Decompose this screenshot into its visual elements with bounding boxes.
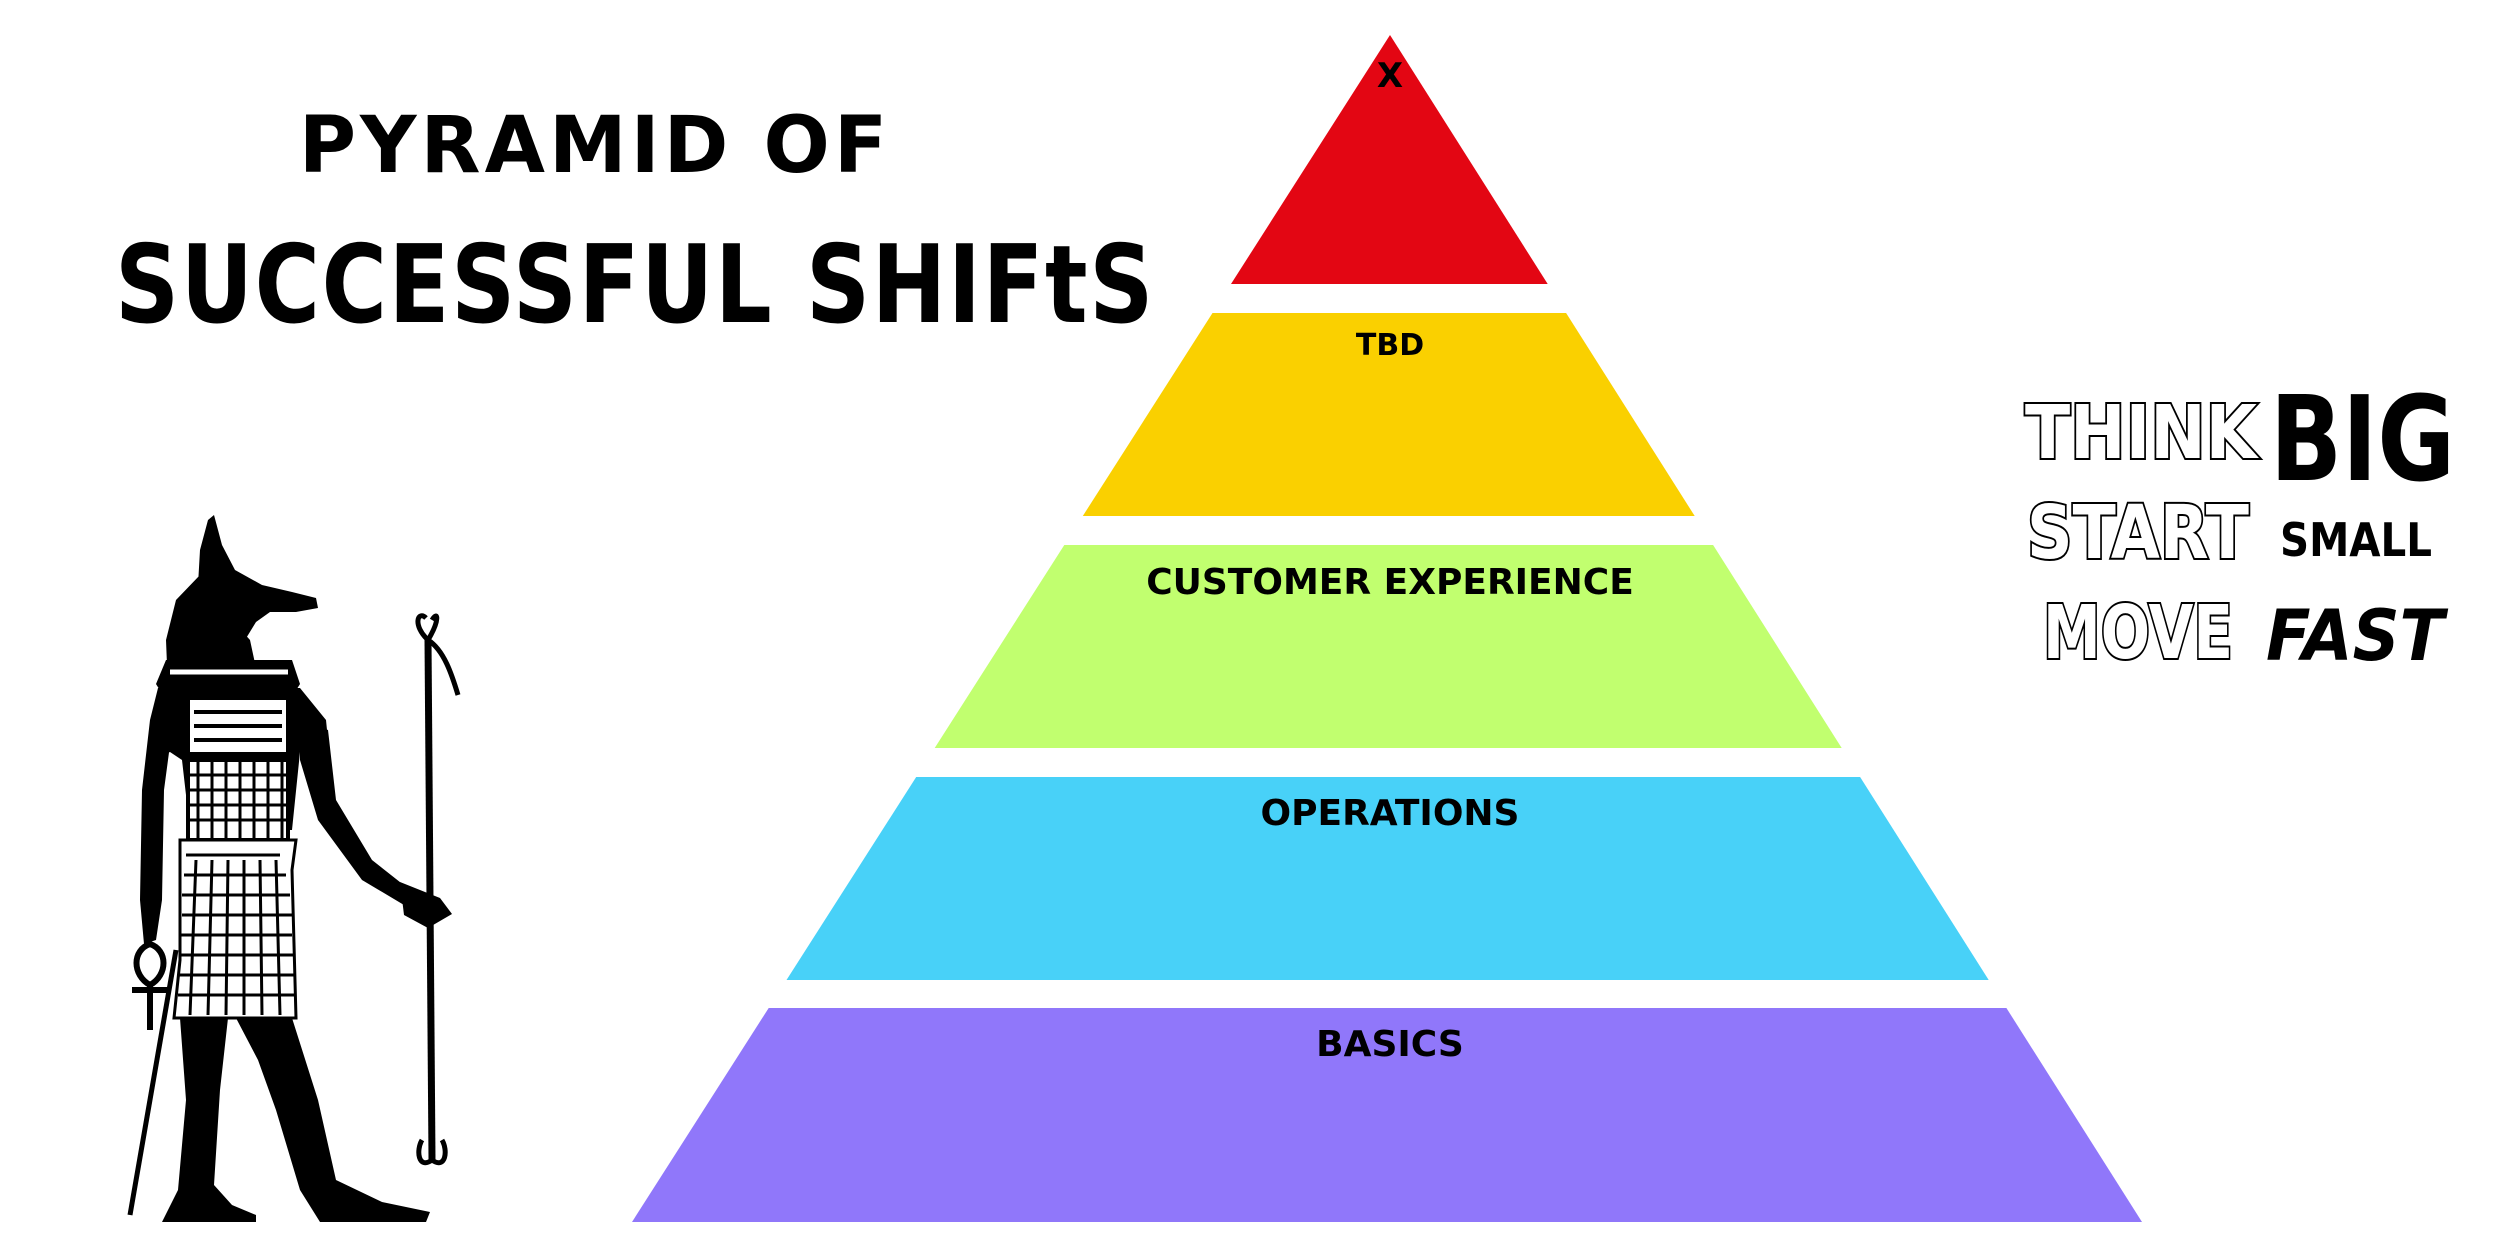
pyramid: X TBD CUSTOMER EXPERIENCE OPERATIONS BAS…: [632, 35, 2142, 1222]
staff-bottom: [416, 1138, 448, 1165]
staff-icon: [424, 639, 436, 1161]
motto-big: BIG: [2270, 370, 2455, 508]
tier-basics-shape: [632, 1008, 2142, 1222]
tier-basics-label: BASICS: [1316, 1024, 1464, 1065]
motto-think: THINK: [2025, 390, 2259, 476]
motto-start: START: [2027, 490, 2249, 576]
anubis-right-arm: [300, 720, 410, 905]
anubis-hand: [400, 882, 452, 928]
tier-x-label: X: [1377, 56, 1403, 96]
anubis-rear-leg: [236, 1018, 430, 1222]
anubis-left-arm: [140, 720, 172, 944]
title-line-2: SUCCESSFUL SHIFtS: [115, 223, 1155, 348]
anubis-net-panel: [186, 758, 290, 842]
anubis-head: [198, 515, 318, 640]
motto-small: SMALL: [2280, 513, 2432, 567]
motto-move: MOVE: [2043, 590, 2233, 676]
anubis-skirt-pleats: [178, 853, 294, 1016]
staff-top: [415, 613, 461, 696]
anubis-stick: [127, 949, 179, 1216]
motto-block: THINK BIG START SMALL MOVE FAST: [2023, 370, 2455, 678]
tier-x-shape: [1231, 35, 1548, 284]
anubis-chest-lines: [194, 710, 282, 742]
anubis-legs: [162, 1018, 256, 1222]
title-block: PYRAMID OF SUCCESSFUL SHIFtS: [115, 101, 1155, 348]
tier-operations-shape: [786, 777, 1989, 980]
anubis-net-pattern: [188, 760, 288, 840]
tier-customer-experience-shape: [934, 545, 1842, 748]
tier-tbd-label: TBD: [1356, 328, 1424, 363]
ankh-icon: [132, 940, 168, 1030]
title-line-1: PYRAMID OF: [299, 101, 891, 191]
motto-fast: FAST: [2266, 595, 2449, 677]
tier-customer-experience-label: CUSTOMER EXPERIENCE: [1146, 562, 1634, 603]
tier-operations-label: OPERATIONS: [1261, 793, 1520, 834]
tier-tbd-shape: [1082, 313, 1695, 516]
anubis-figure-icon: [127, 515, 461, 1222]
